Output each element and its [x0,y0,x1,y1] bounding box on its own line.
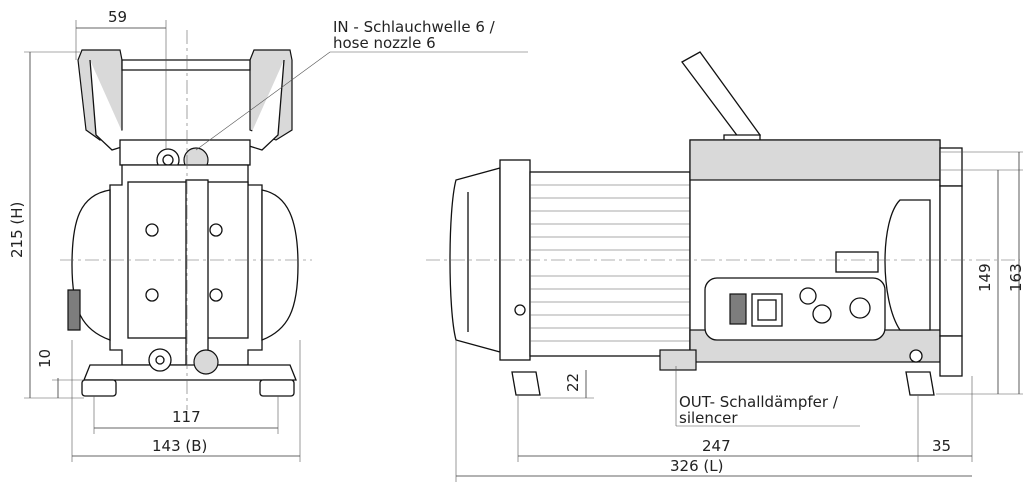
front-view [60,30,312,410]
dim-foot-height: 10 [36,349,54,368]
dim-top-width: 59 [108,8,127,26]
side-view [426,51,1020,396]
outlet-label-line1: OUT- Schalldämpfer / [679,393,839,411]
dim-width: 143 (B) [152,437,207,455]
inlet-label-line1: IN - Schlauchwelle 6 / [333,18,496,36]
inlet-label-line2: hose nozzle 6 [333,34,436,52]
dim-side-height-outer: 163 [1007,263,1023,292]
dim-inner-length: 247 [702,437,731,455]
dim-side-height-inner: 149 [976,263,994,292]
dim-end-length: 35 [932,437,951,455]
inlet-callout: IN - Schlauchwelle 6 / hose nozzle 6 [195,18,528,151]
dim-foot-span: 117 [172,408,201,426]
dim-length: 326 (L) [670,457,723,475]
side-dimensions: 149 163 22 247 35 326 (L) [455,151,1023,482]
outlet-callout: OUT- Schalldämpfer / silencer [675,366,860,427]
front-dimensions: 59 215 (H) 10 117 143 (B) [8,8,301,462]
dim-base-offset: 22 [564,373,582,392]
dim-height: 215 (H) [8,202,26,258]
cooling-fins [530,184,690,342]
outlet-label-line2: silencer [679,409,738,427]
